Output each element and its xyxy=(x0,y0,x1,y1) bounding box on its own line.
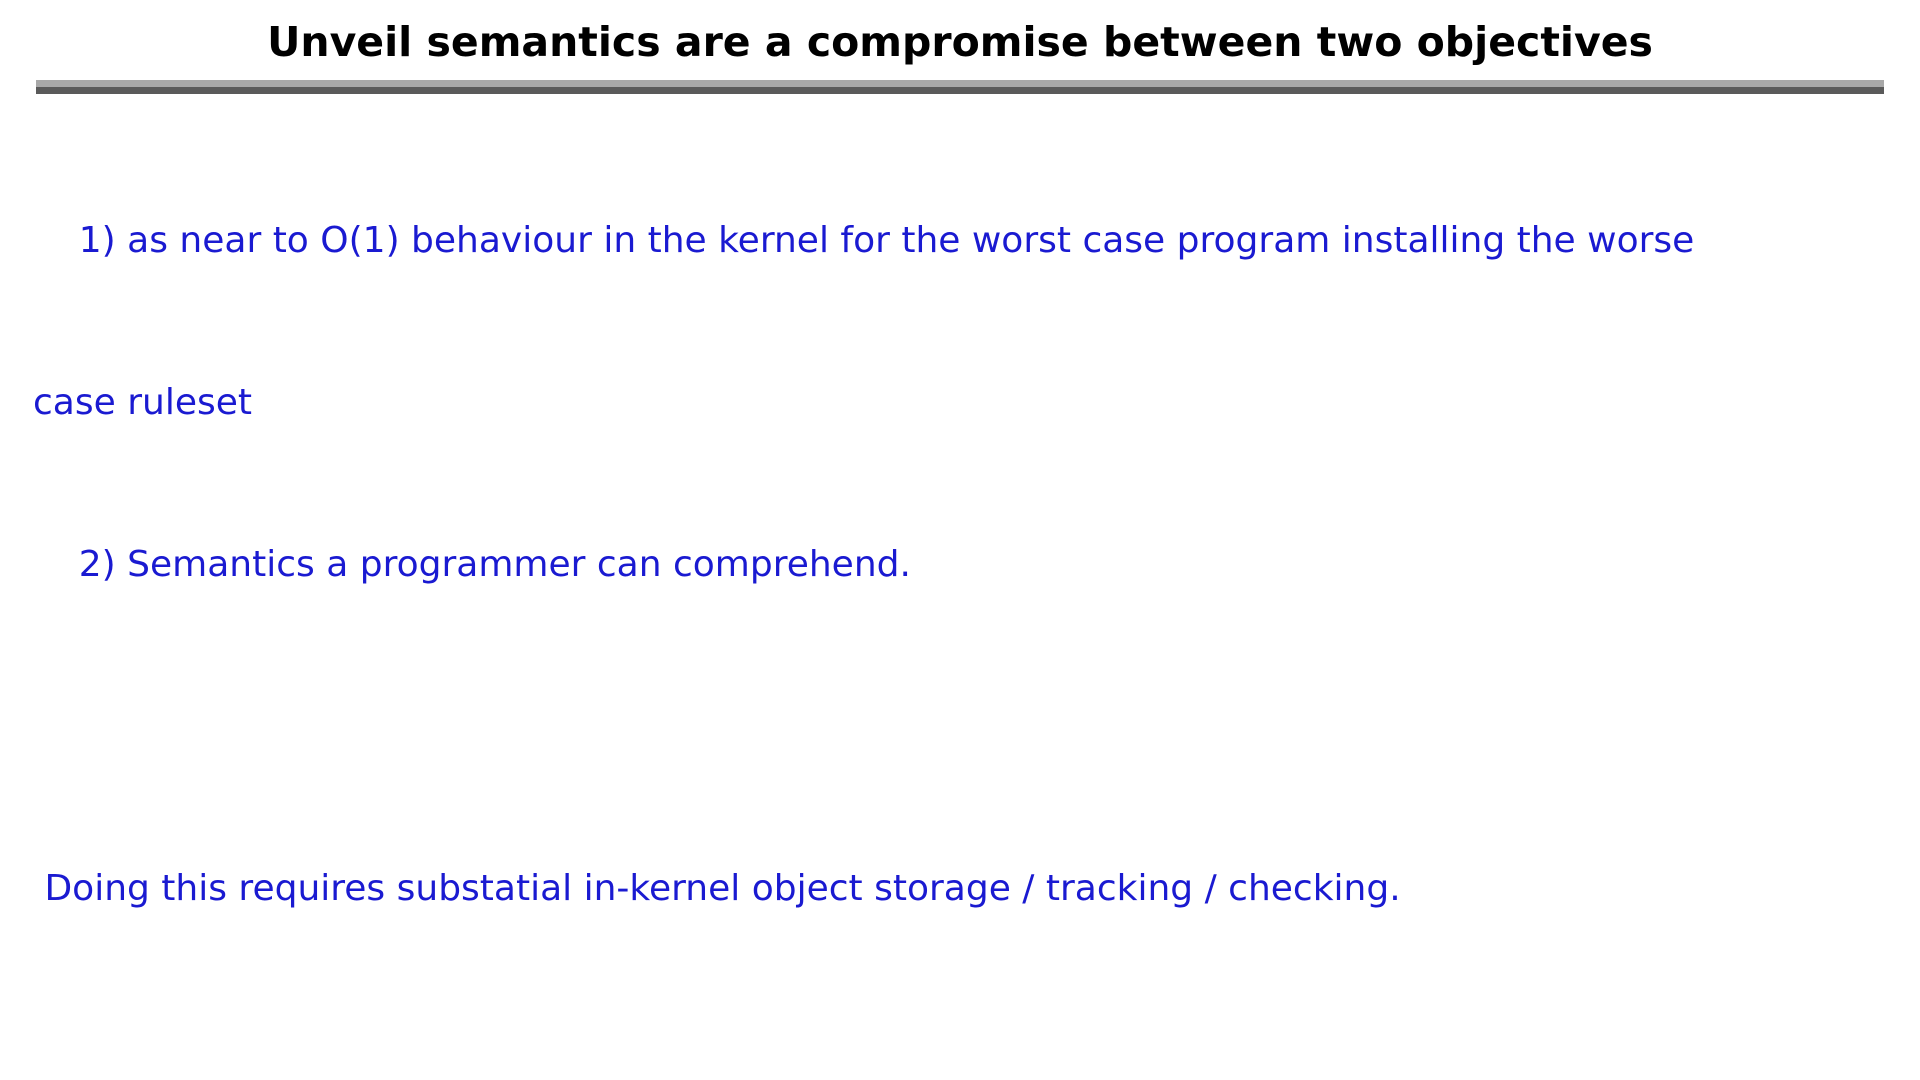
body-line: 1) as near to O(1) behaviour in the kern… xyxy=(33,220,1695,261)
body-line: Doing this requires substatial in-kernel… xyxy=(33,868,1401,909)
slide-body: 1) as near to O(1) behaviour in the kern… xyxy=(0,94,1920,1080)
body-line: case ruleset xyxy=(33,382,252,423)
title-divider-top-bar xyxy=(36,80,1884,87)
page-title: Unveil semantics are a compromise betwee… xyxy=(267,18,1653,66)
body-line xyxy=(33,700,1920,754)
title-divider-bottom-bar xyxy=(36,87,1884,94)
title-divider xyxy=(36,80,1884,94)
body-line: 2) Semantics a programmer can comprehend… xyxy=(33,544,911,585)
body-line xyxy=(33,1024,1920,1078)
